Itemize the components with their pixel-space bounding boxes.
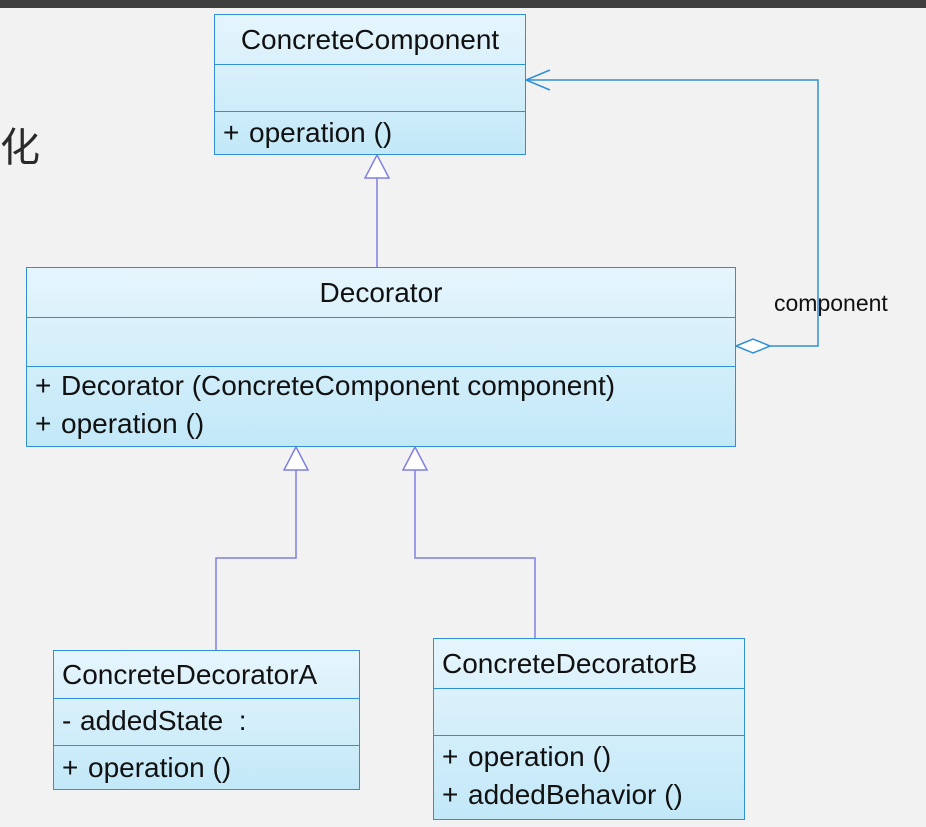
operation-row: + Decorator (ConcreteComponent component) xyxy=(27,367,735,405)
class-name: ConcreteDecoratorA xyxy=(62,659,318,690)
visibility-marker: - xyxy=(62,705,72,736)
operation-text: operation () xyxy=(468,741,612,772)
attribute-row: -addedState : xyxy=(54,702,359,740)
class-name: ConcreteComponent xyxy=(240,24,500,55)
operations-compartment: + operation () xyxy=(54,745,359,789)
operation-row: + operation () xyxy=(54,749,359,787)
operations-compartment: + operation () + addedBehavior () xyxy=(434,735,744,819)
class-name: ConcreteDecoratorB xyxy=(442,648,698,679)
class-decorator[interactable]: Decorator + Decorator (ConcreteComponent … xyxy=(26,267,736,447)
operations-compartment: + Decorator (ConcreteComponent component)… xyxy=(27,366,735,446)
attribute-text: addedState : xyxy=(80,705,247,736)
visibility-marker: + xyxy=(223,117,240,148)
class-concrete-decorator-b[interactable]: ConcreteDecoratorB + operation () + addedB… xyxy=(433,638,745,820)
visibility-marker: + xyxy=(442,779,459,810)
attributes-compartment: -addedState : xyxy=(54,698,359,745)
generalization-decorator-to-component xyxy=(363,153,391,268)
top-bar xyxy=(0,0,926,8)
visibility-marker: + xyxy=(35,370,52,401)
generalization-decorator-b-to-decorator xyxy=(401,445,536,638)
association-label: component xyxy=(774,290,888,316)
aggregation-component xyxy=(524,69,819,354)
side-text: 化 xyxy=(0,125,40,171)
operation-row: + addedBehavior () xyxy=(434,776,744,814)
visibility-marker: + xyxy=(35,408,52,439)
operation-text: operation () xyxy=(88,752,232,783)
attributes-compartment xyxy=(434,688,744,735)
visibility-marker: + xyxy=(442,741,459,772)
class-concrete-component[interactable]: ConcreteComponent + operation () xyxy=(214,14,526,155)
operation-row: + operation () xyxy=(27,405,735,443)
class-concrete-decorator-a[interactable]: ConcreteDecoratorA -addedState : + operat… xyxy=(53,650,360,790)
operation-row: + operation () xyxy=(215,114,525,152)
operation-text: Decorator (ConcreteComponent component) xyxy=(61,370,616,401)
operation-text: operation () xyxy=(61,408,205,439)
attributes-compartment xyxy=(27,317,735,366)
operation-row: + operation () xyxy=(434,738,744,776)
generalization-decorator-a-to-decorator xyxy=(215,445,310,650)
class-name: Decorator xyxy=(319,277,443,308)
visibility-marker: + xyxy=(62,752,79,783)
operation-text: operation () xyxy=(249,117,393,148)
operation-text: addedBehavior () xyxy=(468,779,683,810)
operations-compartment: + operation () xyxy=(215,111,525,154)
attributes-compartment xyxy=(215,64,525,111)
